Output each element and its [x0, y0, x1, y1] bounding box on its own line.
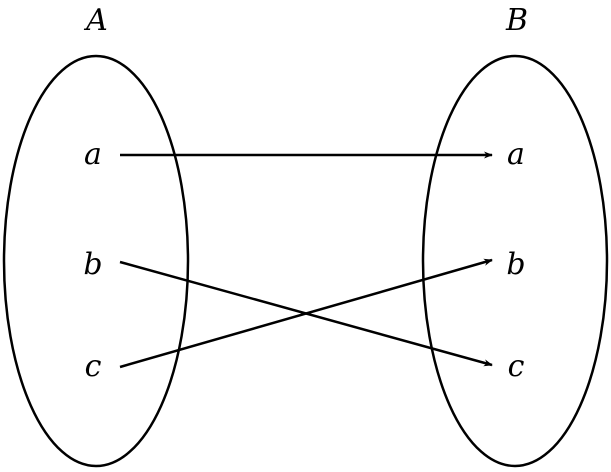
- arrow-c-to-b: [119, 258, 493, 369]
- set-b-element-b: b: [506, 247, 525, 282]
- set-a-label: A: [83, 3, 108, 38]
- set-a-ellipse: [2, 54, 190, 468]
- set-a-element-a: a: [84, 137, 102, 172]
- set-a-element-c: c: [85, 349, 102, 384]
- set-b-label: B: [505, 3, 528, 38]
- set-b-element-c: c: [508, 349, 525, 384]
- set-a-element-b: b: [83, 247, 102, 282]
- set-b-element-a: a: [507, 137, 525, 172]
- set-b-ellipse: [421, 54, 609, 468]
